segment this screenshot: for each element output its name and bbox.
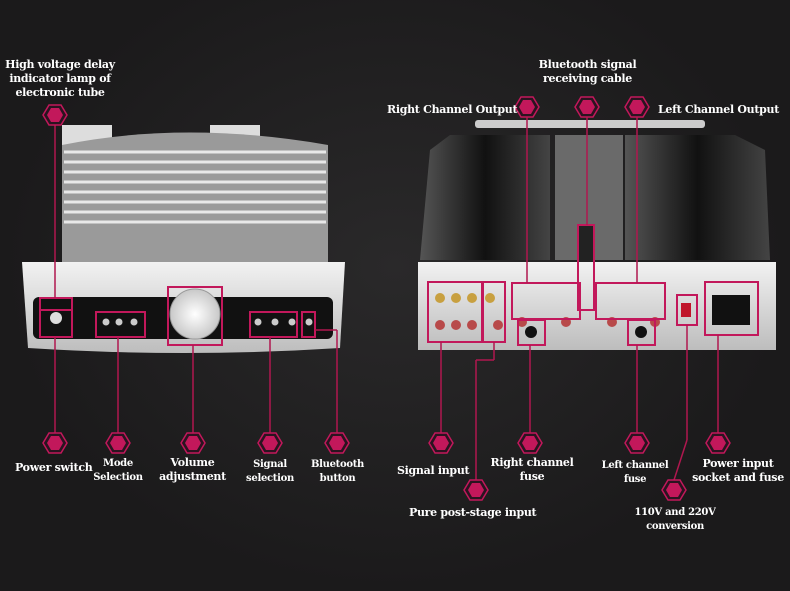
label-signal-input: Signal input (397, 464, 470, 477)
label-line: Power input (702, 457, 774, 470)
label-right-output: Right Channel Output (387, 103, 518, 116)
label-left-output: Left Channel Output (658, 103, 779, 116)
label-right-fuse: Right channel fuse (487, 456, 577, 484)
highlight-boxes (39, 224, 759, 346)
label-line: Signal (253, 459, 287, 470)
label-line: High voltage delay (5, 58, 115, 71)
label-line: Mode (103, 458, 133, 469)
label-line: conversion (646, 521, 704, 532)
label-line: Selection (93, 472, 143, 483)
label-voltage: 110V and 220V conversion (625, 506, 725, 534)
label-power-switch: Power switch (15, 461, 93, 474)
label-bluetooth-button: Bluetooth button (300, 458, 375, 486)
label-line: button (319, 473, 356, 484)
label-line: 110V and 220V (634, 507, 716, 518)
label-signal-selection: Signal selection (230, 458, 310, 486)
label-line: fuse (623, 474, 647, 485)
label-line: Bluetooth signal (538, 58, 637, 71)
label-line: adjustment (159, 470, 226, 483)
label-delay-lamp: High voltage delay indicator lamp of ele… (5, 58, 115, 100)
label-volume: Volume adjustment (150, 456, 235, 484)
label-power-input: Power input socket and fuse (688, 457, 788, 485)
label-line: electronic tube (15, 86, 105, 99)
label-bluetooth-cable: Bluetooth signal receiving cable (530, 58, 645, 86)
label-line: selection (246, 473, 294, 484)
label-line: Bluetooth (310, 459, 365, 470)
label-line: socket and fuse (692, 471, 784, 484)
label-line: indicator lamp of (9, 72, 111, 85)
leader-lines (54, 117, 719, 481)
label-line: Right channel (490, 456, 574, 469)
label-mode-selection: Mode Selection (88, 457, 148, 485)
label-line: receiving cable (543, 72, 632, 85)
label-line: Volume (170, 456, 215, 469)
front-amplifier (22, 125, 345, 353)
label-post-stage: Pure post-stage input (409, 506, 537, 519)
label-line: fuse (519, 470, 545, 483)
label-line: Left channel (601, 460, 669, 471)
label-left-fuse: Left channel fuse (595, 459, 675, 487)
